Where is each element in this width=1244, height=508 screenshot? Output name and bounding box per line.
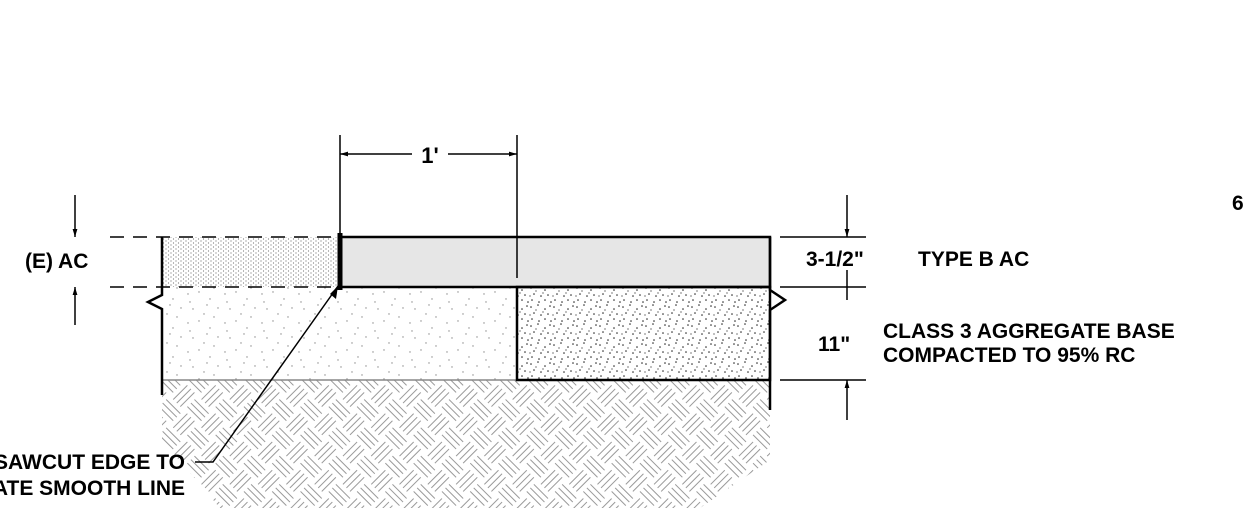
existing-ac-label: (E) AC (25, 250, 88, 273)
new-ac-layer (338, 235, 772, 289)
sawcut-leader-arrow (330, 286, 338, 299)
base-thickness-label: 11" (818, 333, 850, 356)
sawcut-leader (195, 285, 339, 463)
existing-ac-layer (162, 237, 340, 287)
sawcut-label-line2: CREATE SMOOTH LINE (0, 477, 185, 500)
sawcut-label-line1: SAWCUT EDGE TO (0, 451, 185, 474)
right-break-line (768, 237, 788, 410)
top-dimension-label: 1' (421, 143, 438, 168)
sheet-marker: 6 (1232, 192, 1244, 215)
base-description-line1: CLASS 3 AGGREGATE BASE (883, 320, 1175, 343)
left-break-line (145, 237, 164, 395)
ac-type-label: TYPE B AC (918, 248, 1029, 271)
existing-base-layer (162, 287, 517, 380)
base-description-line2: COMPACTED TO 95% RC (883, 344, 1135, 367)
subgrade-hatch (162, 380, 770, 508)
ac-thickness-label: 3-1/2" (806, 248, 864, 271)
aggregate-base-layer (515, 285, 772, 382)
